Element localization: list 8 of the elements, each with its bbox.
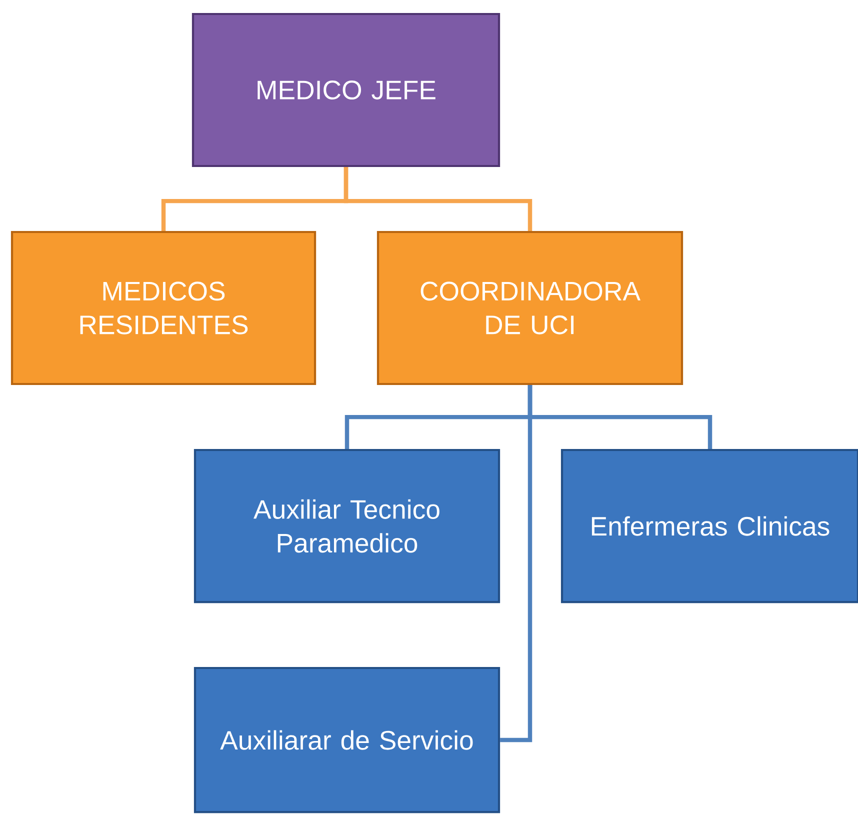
connector-line (500, 385, 532, 742)
org-box: MEDICO JEFE (192, 12, 500, 168)
org-box: Auxiliarar de Servicio (194, 666, 500, 814)
org-box: Auxiliar Tecnico Paramedico (194, 448, 500, 604)
org-box: COORDINADORA DE UCI (376, 230, 684, 386)
org-box: Enfermeras Clinicas (560, 448, 858, 604)
connector-line (344, 167, 532, 231)
org-box: MEDICOS RESIDENTES (10, 230, 316, 386)
